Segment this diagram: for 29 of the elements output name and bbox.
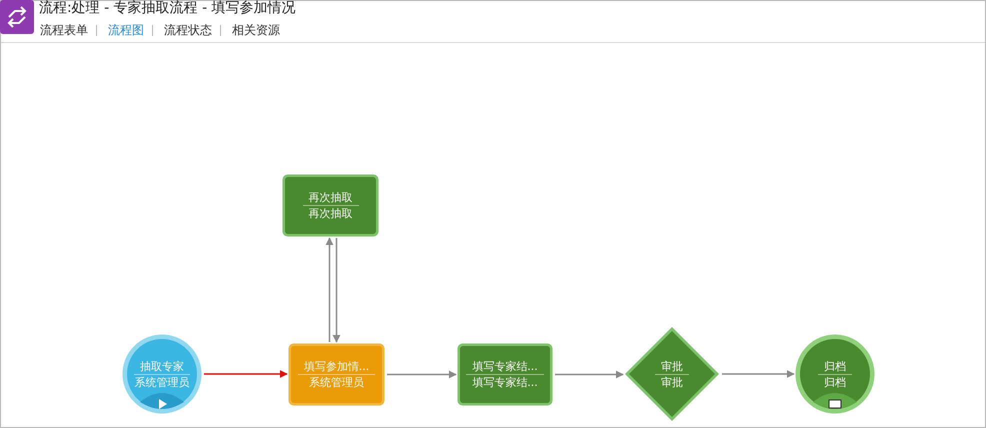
node-label: 系统管理员 [134,374,190,390]
decision-diamond [624,326,720,422]
tab-link: 相关资源 [232,22,280,39]
node-label: 审批 [655,358,689,374]
arrow [326,237,334,342]
arrow [722,370,795,378]
node-label: 抽取专家 [134,358,190,374]
task-box [282,174,379,237]
end-circle [795,334,875,414]
node-label: 归档 [818,358,852,374]
arrow [555,370,624,378]
arrow [332,238,340,343]
node-label: 填写专家结... [472,375,538,390]
tab-link: 流程表单 [40,22,88,39]
node-label: 审批 [661,374,683,390]
task-box [288,343,385,406]
node-label: 归档 [824,374,846,390]
tab-link: 流程状态 [164,22,212,39]
node-label: 填写专家结... [466,359,544,375]
task-box [457,343,553,406]
node-label: 系统管理员 [309,375,364,390]
start-circle [122,334,202,414]
tab-link: 流程图 [108,22,144,39]
arrow [387,370,457,378]
page-title: 流程:处理 - 专家抽取流程 - 填写参加情况 [39,0,296,16]
node-label: 再次抽取 [302,190,358,206]
node-label: 填写参加情... [298,359,376,375]
node-label: 再次抽取 [308,206,352,221]
arrow [204,370,288,378]
